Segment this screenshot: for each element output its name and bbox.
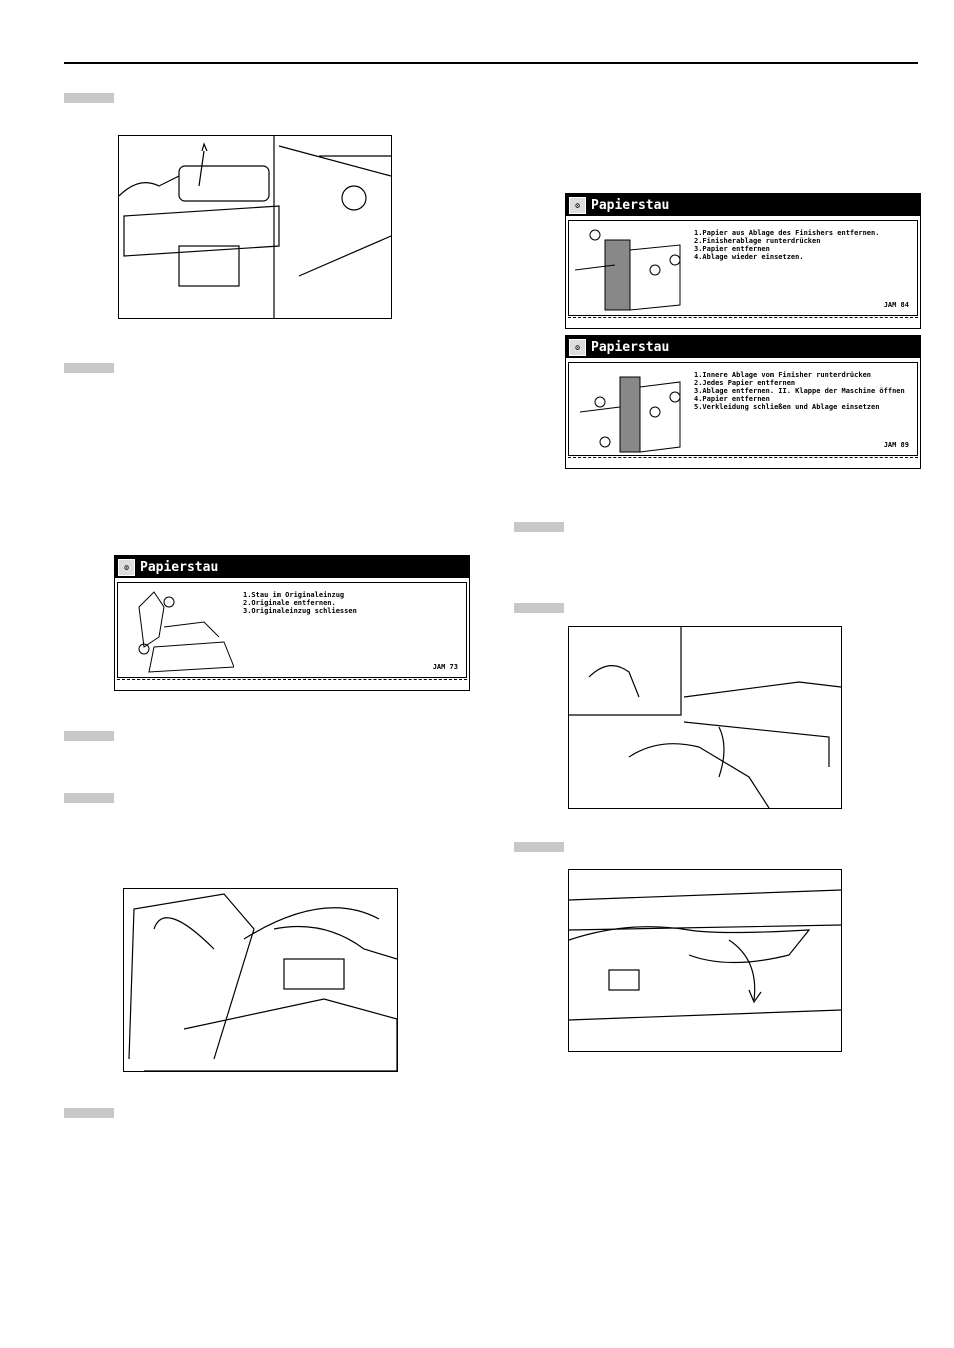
- illustration-open-feeder-cover: [123, 888, 398, 1072]
- illustration-remove-paper: [568, 869, 842, 1052]
- step-marker: [64, 731, 114, 741]
- jam-code: JAM 89: [883, 441, 909, 449]
- step-text: 3.Ablage entfernen. II. Klappe der Masch…: [694, 387, 905, 395]
- step-text: 2.Finisherablage runterdrücken: [694, 237, 821, 245]
- jam-code: JAM 73: [432, 663, 458, 671]
- step-marker: [514, 522, 564, 532]
- step-marker: [514, 603, 564, 613]
- screen-footer: [117, 679, 467, 688]
- step-marker: [514, 842, 564, 852]
- header-rule: [64, 62, 918, 64]
- jam-icon: ⚙: [569, 196, 586, 214]
- step-text: 1.Papier aus Ablage des Finishers entfer…: [694, 229, 880, 237]
- screen-footer: [568, 457, 918, 466]
- screen-title: Papierstau: [591, 339, 670, 355]
- step-text: 4.Ablage wieder einsetzen.: [694, 253, 804, 261]
- step-text: 1.Innere Ablage vom Finisher runterdrück…: [694, 371, 872, 379]
- step-marker: [64, 793, 114, 803]
- step-marker: [64, 1108, 114, 1118]
- step-text: 5.Verkleidung schließen und Ablage einse…: [694, 403, 880, 411]
- screen-title: Papierstau: [591, 197, 670, 213]
- finisher-diagram: [579, 376, 681, 453]
- step-text: 2.Originale entfernen.: [243, 599, 336, 607]
- step-text: 3.Papier entfernen: [694, 245, 770, 253]
- jam-screen-finisher-inner: ⚙ Papierstau 1.Innere Ablage vom Finisher…: [565, 335, 921, 469]
- illustration-roller-removal: [118, 135, 392, 319]
- step-marker: [64, 93, 114, 103]
- jam-icon: ⚙: [118, 558, 135, 576]
- step-marker: [64, 363, 114, 373]
- jam-icon: ⚙: [569, 338, 586, 356]
- jam-screen-finisher-tray: ⚙ Papierstau 1.Papier aus Ablage des Fini…: [565, 193, 921, 329]
- screen-footer: [568, 317, 918, 326]
- jam-code: JAM 84: [883, 301, 909, 309]
- feeder-diagram: [138, 591, 234, 673]
- step-text: 4.Papier entfernen: [694, 395, 770, 403]
- illustration-output-tray-jam: [568, 626, 842, 809]
- step-text: 3.Originaleinzug schliessen: [243, 607, 357, 615]
- step-text: 1.Stau im Originaleinzug: [243, 591, 345, 599]
- finisher-diagram: [575, 229, 681, 311]
- step-text: 2.Jedes Papier entfernen: [694, 379, 796, 387]
- screen-title: Papierstau: [140, 559, 219, 575]
